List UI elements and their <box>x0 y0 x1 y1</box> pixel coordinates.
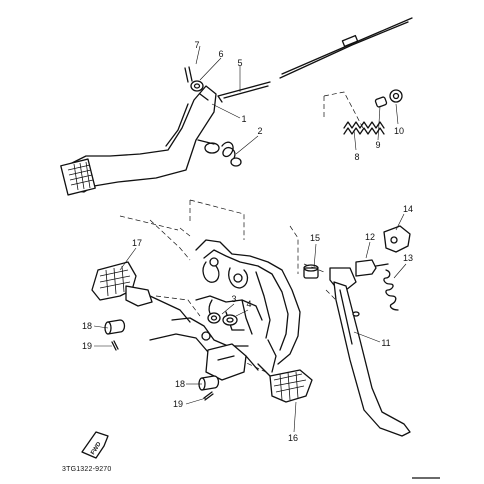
callout-16: 16 <box>288 433 298 443</box>
footrest-part-17 <box>91 261 191 323</box>
callout-3: 3 <box>231 294 236 304</box>
callout-14: 14 <box>403 204 413 214</box>
brake-pedal-part-1 <box>60 85 220 196</box>
callout-10: 10 <box>394 126 404 136</box>
callout-labels: 7 6 5 1 2 8 9 10 17 15 12 14 13 11 3 4 1… <box>82 40 413 443</box>
callout-12: 12 <box>365 232 375 242</box>
nut-part-10 <box>389 89 403 103</box>
bolt-part-18-lower <box>198 375 220 391</box>
callout-19-left: 19 <box>82 341 92 351</box>
spring-part-13 <box>383 269 399 311</box>
callout-2: 2 <box>257 126 262 136</box>
washer-part-6 <box>190 80 204 92</box>
callout-17: 17 <box>132 238 142 248</box>
bolt-part-18-left <box>104 319 126 335</box>
callout-18-lower: 18 <box>175 379 185 389</box>
leader-lines <box>93 45 407 433</box>
return-spring-part-2 <box>221 141 242 167</box>
callout-15: 15 <box>310 233 320 243</box>
callout-19-lower: 19 <box>173 399 183 409</box>
callout-8: 8 <box>354 152 359 162</box>
spring-part-8 <box>343 121 385 135</box>
bolt-part-3 <box>207 312 221 324</box>
footrest-part-16 <box>257 363 313 403</box>
drawing-code: 3TG1322-9270 <box>62 466 112 473</box>
callout-4: 4 <box>246 299 251 309</box>
callout-13: 13 <box>403 253 413 263</box>
callout-9: 9 <box>375 140 380 150</box>
callout-11: 11 <box>381 338 390 348</box>
washer-part-4 <box>222 314 238 326</box>
callout-5: 5 <box>237 58 242 68</box>
pin-part-7 <box>184 66 193 83</box>
callout-18-left: 18 <box>82 321 92 331</box>
lower-bracket <box>205 343 247 381</box>
callout-1: 1 <box>241 114 246 124</box>
pin-part-19-lower <box>203 391 214 401</box>
pin-part-19-left <box>111 340 119 351</box>
bracket-part-14 <box>383 225 411 253</box>
collar-part-15 <box>303 264 319 279</box>
fwd-arrow-icon: FWD <box>81 431 109 459</box>
bolt-part-12 <box>355 259 389 277</box>
cable-part-5 <box>217 17 413 103</box>
callout-6: 6 <box>218 49 223 59</box>
callout-7: 7 <box>194 40 199 50</box>
pin-part-9 <box>374 96 388 108</box>
sidestand-part-11 <box>329 267 411 437</box>
